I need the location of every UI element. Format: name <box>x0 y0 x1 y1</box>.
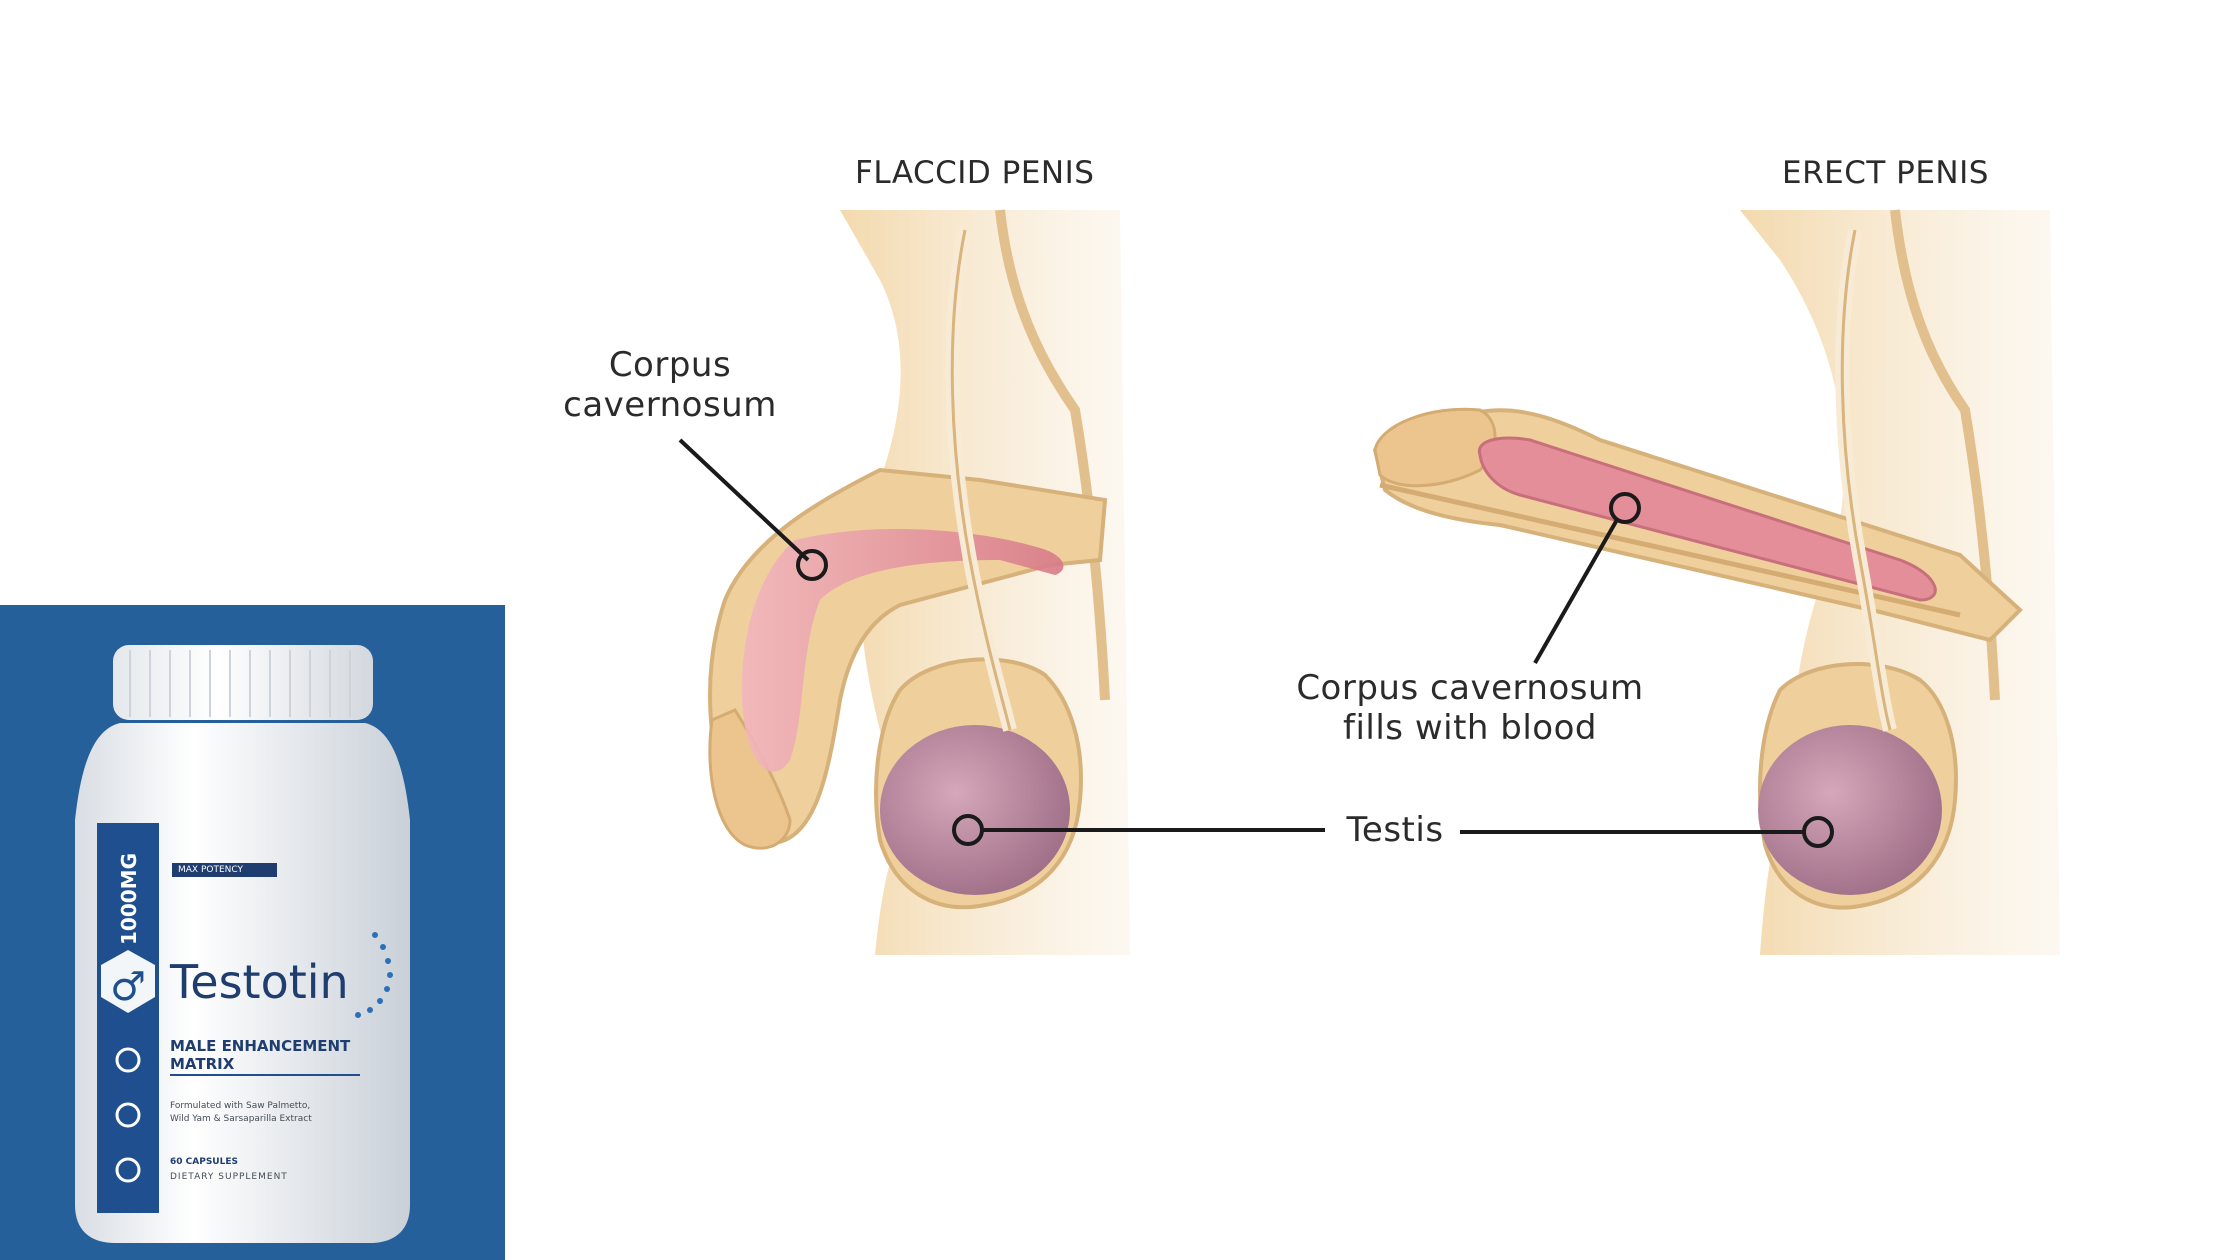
fills-leader-line <box>1533 517 1620 664</box>
flaccid-illustration <box>708 209 1130 955</box>
erect-cavernosum <box>1477 436 1937 602</box>
bottle-desc-line2: Wild Yam & Sarsaparilla Extract <box>170 1114 312 1124</box>
erect-title: ERECT PENIS <box>1782 155 1989 191</box>
bottle-count: 60 CAPSULES <box>170 1157 238 1167</box>
corpus-label-line1: Corpus <box>608 345 732 385</box>
fills-label-line1: Corpus cavernosum <box>1296 668 1644 708</box>
bottle-description: Formulated with Saw Palmetto, Wild Yam &… <box>170 1100 312 1126</box>
testis-label: Testis <box>1346 810 1444 850</box>
testis-marker-left <box>952 814 984 846</box>
corpus-label-line2: cavernosum <box>563 385 777 425</box>
fills-label: Corpus cavernosum fills with blood <box>1290 668 1650 748</box>
bottle-type: DIETARY SUPPLEMENT <box>170 1172 288 1182</box>
svg-text:♂: ♂ <box>110 964 146 1010</box>
testis-marker-right <box>1802 816 1834 848</box>
bottle-subtitle-line1: MALE ENHANCEMENT <box>170 1037 351 1055</box>
bottle-brand-strip: MAX POTENCY <box>178 865 243 875</box>
corpus-leader-line <box>678 438 810 562</box>
flaccid-title: FLACCID PENIS <box>855 155 1095 191</box>
erect-illustration <box>1372 209 2060 955</box>
bottle-product-name: Testotin <box>170 955 349 1009</box>
flaccid-testis <box>880 725 1070 895</box>
fills-label-line2: fills with blood <box>1343 708 1597 748</box>
bottle-dose: 1000MG <box>117 853 141 945</box>
bottle-cap <box>113 645 373 720</box>
bottle-subtitle: MALE ENHANCEMENT MATRIX <box>170 1037 350 1073</box>
erect-testis <box>1758 725 1942 895</box>
bottle-desc-line1: Formulated with Saw Palmetto, <box>170 1101 311 1111</box>
bottle-label-strip <box>97 823 159 1213</box>
fills-marker <box>1609 492 1641 524</box>
bottle-subtitle-line2: MATRIX <box>170 1055 235 1073</box>
corpus-marker <box>796 549 828 581</box>
leader-lines <box>678 438 1834 848</box>
product-ad-panel: ♂ 1000MG MAX POTENCY Testotin MALE ENHAN… <box>0 605 505 1260</box>
product-bottle: ♂ <box>75 645 410 1243</box>
corpus-label: Corpus cavernosum <box>555 345 785 425</box>
flaccid-cavernosum <box>741 528 1064 772</box>
